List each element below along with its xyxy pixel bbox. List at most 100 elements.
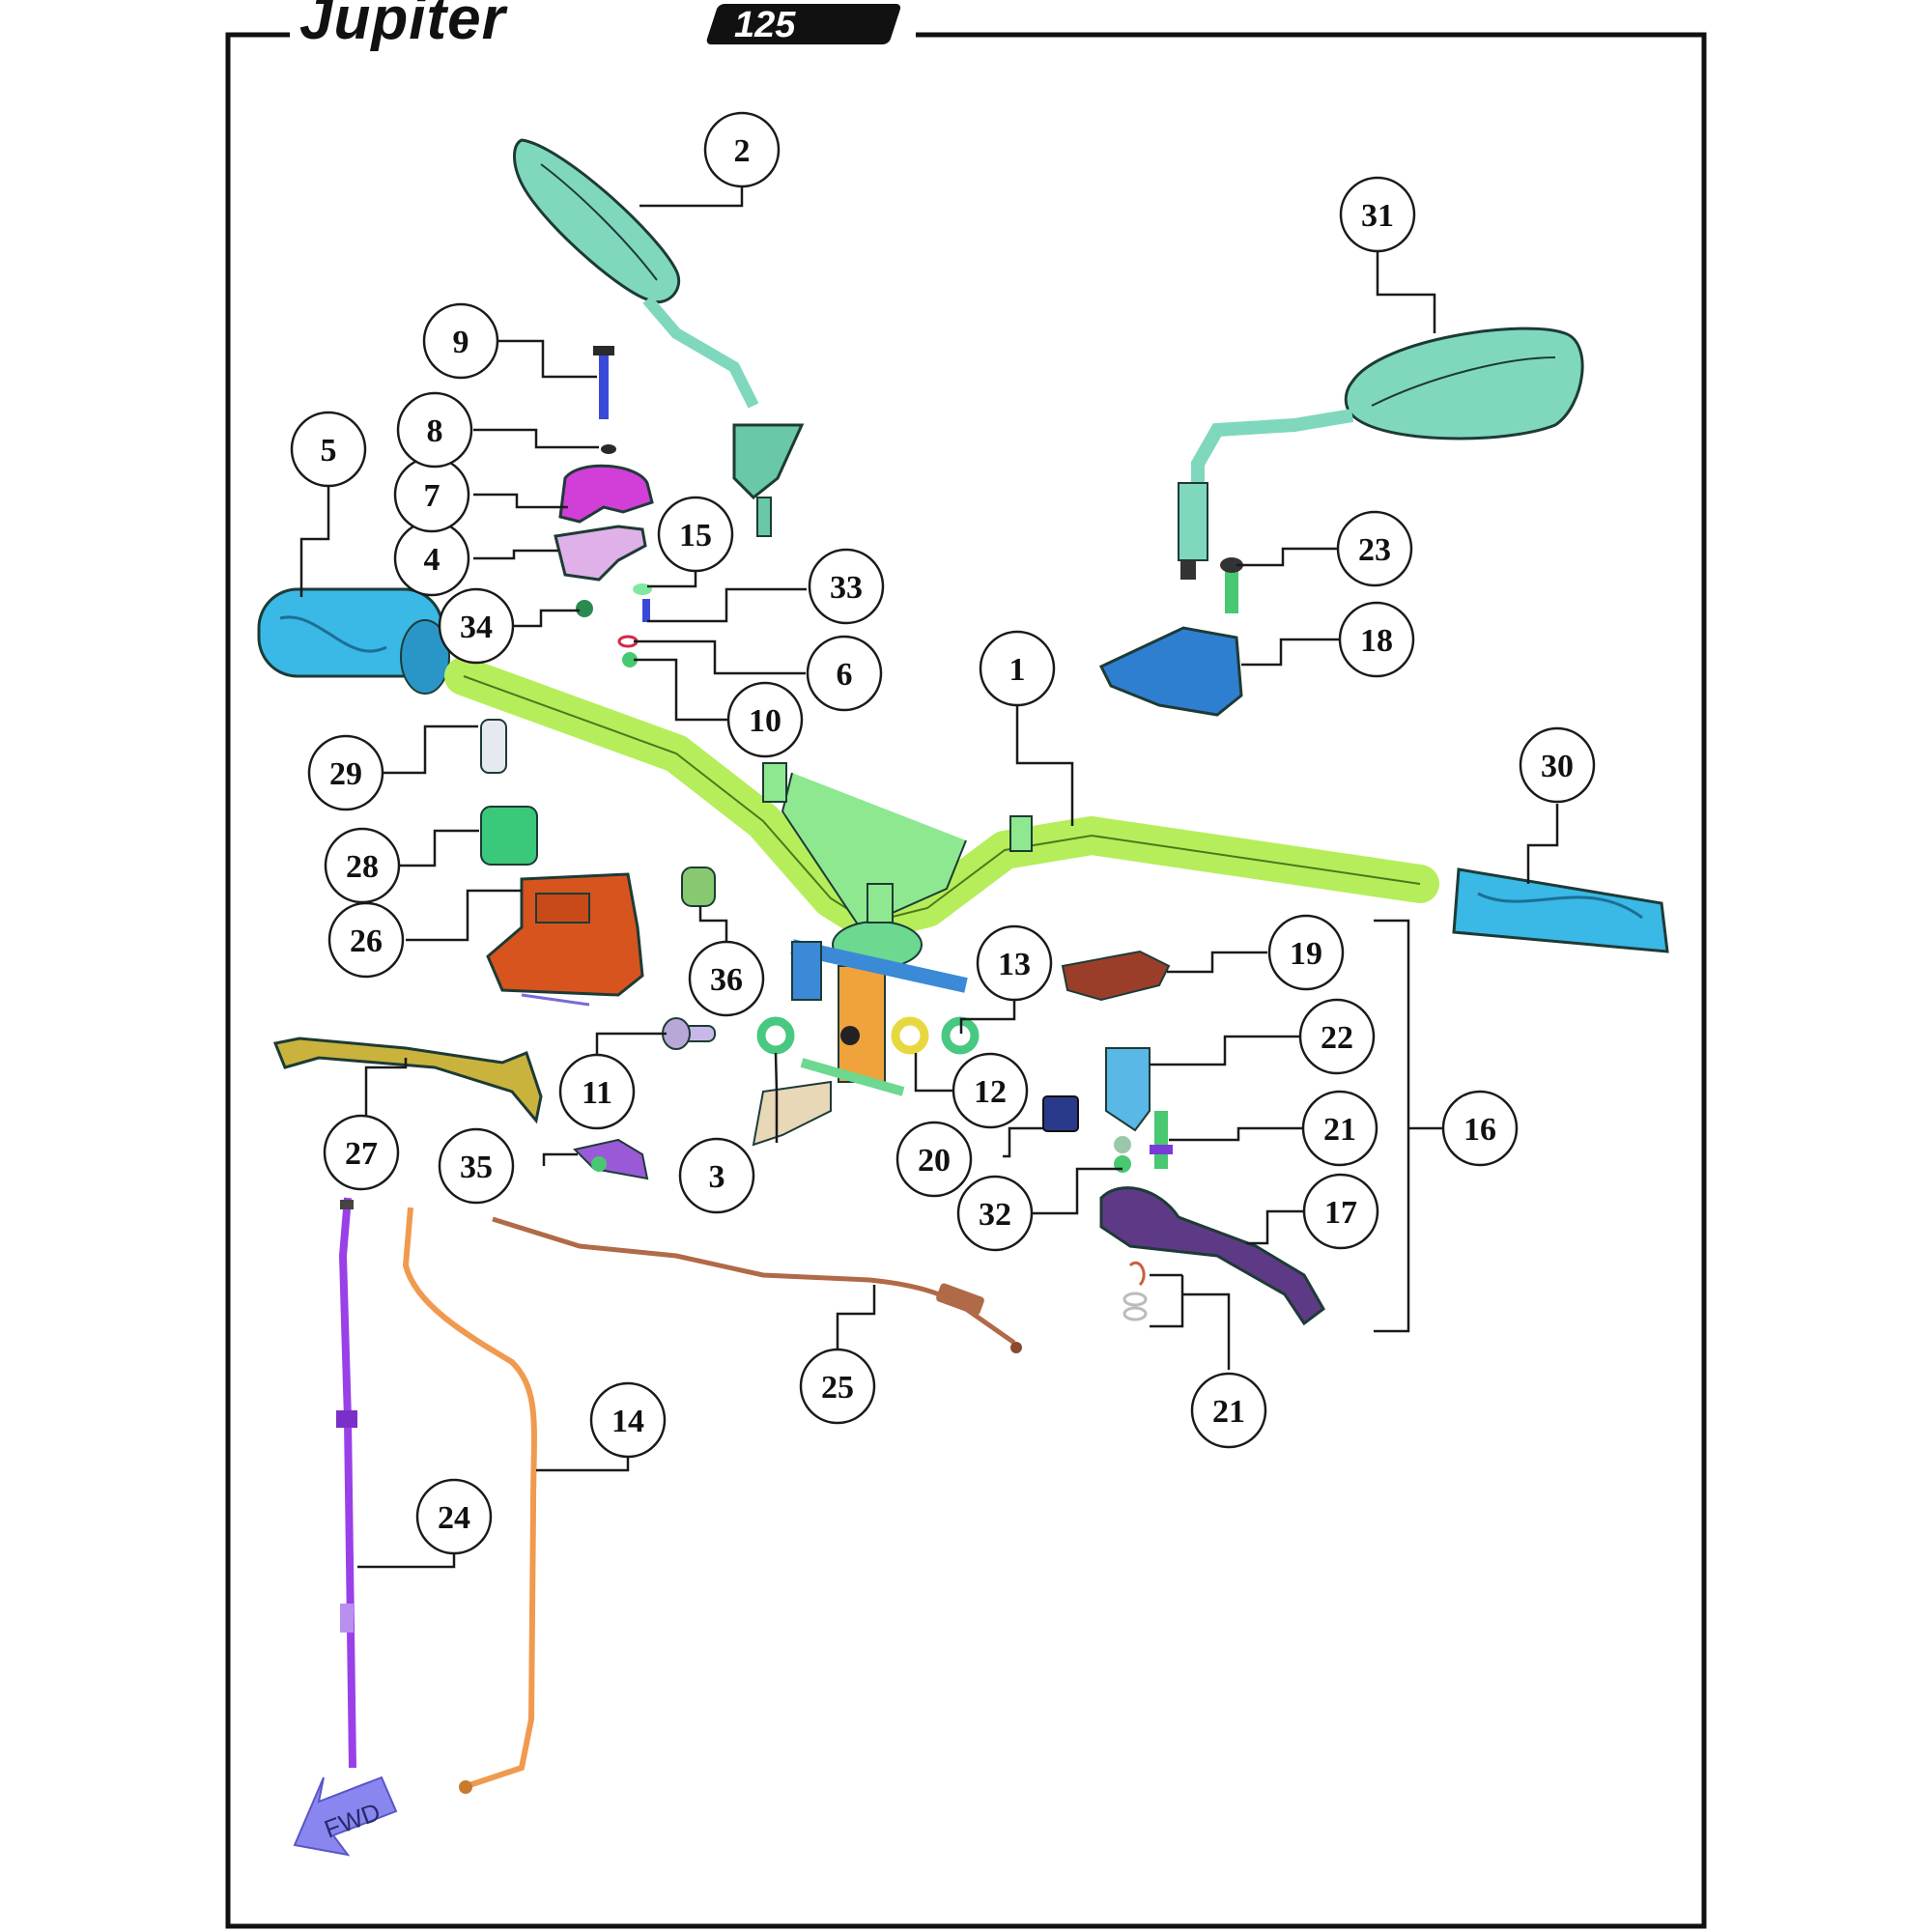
svg-text:24: 24 <box>438 1500 470 1536</box>
left-grip <box>257 587 450 695</box>
brand-badge-text: 125 <box>734 5 796 45</box>
callout-16: 16 <box>1441 1090 1519 1167</box>
callout-35: 35 <box>438 1127 515 1205</box>
left-mirror <box>513 138 805 537</box>
svg-text:18: 18 <box>1360 623 1393 659</box>
bolt-11 <box>662 1017 716 1050</box>
callout-31: 31 <box>1339 176 1416 253</box>
brand-badge-box <box>706 4 901 44</box>
svg-text:7: 7 <box>424 478 440 514</box>
right-grip <box>1452 867 1669 953</box>
callout-11: 11 <box>558 1053 636 1130</box>
callout-18: 18 <box>1338 601 1415 678</box>
handlebar <box>444 657 1439 969</box>
fastener-9 <box>593 346 614 419</box>
svg-text:36: 36 <box>710 962 743 998</box>
callout-7: 7 <box>393 456 470 533</box>
callout-21-upper: 21 <box>1301 1090 1378 1167</box>
svg-text:9: 9 <box>453 325 469 360</box>
svg-text:22: 22 <box>1321 1020 1353 1056</box>
callout-34: 34 <box>438 587 515 665</box>
svg-text:27: 27 <box>345 1136 378 1172</box>
callout-21-lower: 21 <box>1190 1372 1267 1449</box>
fastener-8 <box>601 444 616 454</box>
lower-clamp <box>554 525 647 582</box>
svg-text:21: 21 <box>1323 1112 1356 1148</box>
steering-stem <box>752 939 968 1147</box>
right-mirror <box>1178 327 1584 580</box>
brand-title-text: Jupiter <box>299 0 508 52</box>
svg-text:26: 26 <box>350 923 383 959</box>
callout-1: 1 <box>979 630 1056 707</box>
cable-14 <box>402 1207 537 1794</box>
svg-text:30: 30 <box>1541 749 1574 784</box>
svg-text:4: 4 <box>424 542 440 578</box>
washer-32 <box>1114 1136 1131 1173</box>
holder-19 <box>1061 950 1171 1002</box>
svg-text:3: 3 <box>709 1159 725 1195</box>
callout-14: 14 <box>589 1381 667 1459</box>
svg-text:19: 19 <box>1290 936 1322 972</box>
svg-text:21: 21 <box>1212 1394 1245 1430</box>
bolt-23 <box>1220 557 1243 613</box>
washer-12 <box>891 1016 929 1055</box>
callout-30: 30 <box>1519 726 1596 804</box>
callout-25: 25 <box>799 1348 876 1425</box>
svg-text:23: 23 <box>1358 532 1391 568</box>
svg-text:31: 31 <box>1361 198 1394 234</box>
callout-27: 27 <box>323 1114 400 1191</box>
callout-15: 15 <box>657 496 734 573</box>
svg-text:8: 8 <box>427 413 443 449</box>
block-20 <box>1042 1095 1079 1132</box>
svg-text:17: 17 <box>1324 1195 1357 1231</box>
callout-23: 23 <box>1336 510 1413 587</box>
cable-25 <box>492 1216 1022 1353</box>
callout-19: 19 <box>1267 914 1345 991</box>
callout-8: 8 <box>396 391 473 469</box>
svg-text:11: 11 <box>582 1075 612 1111</box>
svg-text:13: 13 <box>998 947 1031 982</box>
callout-10: 10 <box>726 681 804 758</box>
svg-text:35: 35 <box>460 1150 493 1185</box>
callout-6: 6 <box>806 635 883 712</box>
callout-4: 4 <box>393 520 470 597</box>
callout-2: 2 <box>703 111 781 188</box>
master-cylinder <box>486 872 644 1007</box>
svg-text:28: 28 <box>346 849 379 885</box>
diagram-frame <box>225 32 1707 1929</box>
brake-lever <box>272 1037 543 1124</box>
svg-text:14: 14 <box>611 1404 644 1439</box>
cable-24 <box>336 1197 357 1769</box>
callout-5: 5 <box>290 411 367 488</box>
fitting-21-lower <box>1122 1262 1148 1321</box>
bar-end-29 <box>480 719 507 774</box>
svg-text:10: 10 <box>749 703 781 739</box>
callout-26: 26 <box>327 901 405 979</box>
svg-text:25: 25 <box>821 1370 854 1406</box>
callout-36: 36 <box>688 940 765 1017</box>
forward-arrow: FWD <box>293 1776 398 1857</box>
fastener-10 <box>622 652 638 668</box>
callout-9: 9 <box>422 302 499 380</box>
svg-text:32: 32 <box>979 1197 1011 1233</box>
callout-22: 22 <box>1298 998 1376 1075</box>
callout-3: 3 <box>678 1137 755 1214</box>
callout-33: 33 <box>808 548 885 625</box>
svg-text:34: 34 <box>460 610 493 645</box>
callout-24: 24 <box>415 1478 493 1555</box>
callout-28: 28 <box>324 827 401 904</box>
callout-29: 29 <box>307 734 384 811</box>
clutch-lever <box>1099 1186 1325 1326</box>
callout-13: 13 <box>976 924 1053 1002</box>
callout-20: 20 <box>895 1121 973 1198</box>
bracket-35 <box>573 1138 649 1180</box>
svg-text:29: 29 <box>329 756 362 792</box>
group-16-bracket <box>1374 919 1444 1333</box>
rubber-36 <box>681 867 716 907</box>
svg-text:20: 20 <box>918 1143 951 1179</box>
brand-title: Jupiter 125 <box>299 0 901 52</box>
svg-text:6: 6 <box>837 657 853 693</box>
bracket-18 <box>1098 626 1243 717</box>
svg-text:12: 12 <box>974 1074 1007 1110</box>
